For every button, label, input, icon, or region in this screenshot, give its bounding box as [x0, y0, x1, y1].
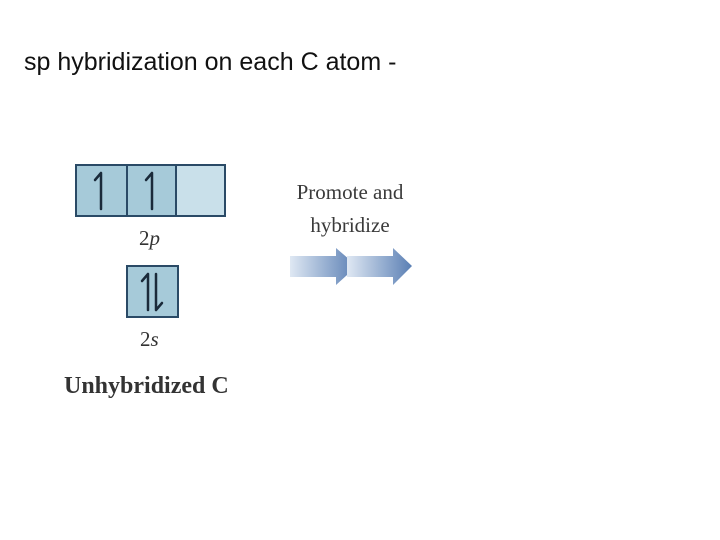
2s-orbital-box — [128, 267, 177, 316]
slide-title: sp hybridization on each C atom - — [24, 48, 397, 76]
2s-orbital-boxes — [126, 265, 179, 318]
hybridize-line: hybridize — [310, 213, 390, 237]
unhybridized-caption: Unhybridized C — [64, 373, 229, 399]
up-arrow-icon — [93, 171, 103, 211]
promote-line: Promote and — [296, 180, 404, 204]
double-right-arrow-icon — [290, 248, 412, 285]
2p-orbital-box-1 — [77, 166, 126, 215]
up-arrow-icon — [144, 171, 154, 211]
2p-orbital-boxes — [75, 164, 226, 217]
2p-label: 2p — [139, 226, 160, 250]
promote-hybridize-label: Promote and hybridize — [270, 176, 430, 242]
paired-electrons-icon — [140, 272, 164, 312]
2p-orbital-box-3 — [175, 166, 224, 215]
2s-label: 2s — [140, 327, 159, 351]
2p-orbital-box-2 — [126, 166, 175, 215]
